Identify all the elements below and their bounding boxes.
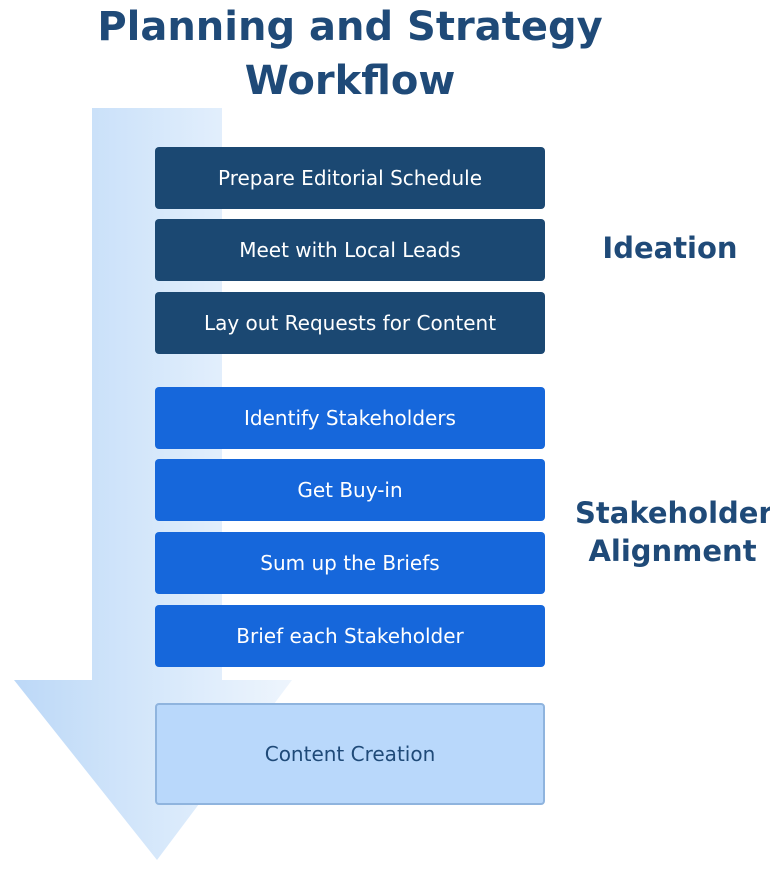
- step-label: Prepare Editorial Schedule: [217, 166, 482, 190]
- phase-label-stakeholder-alignment: Stakeholder Alignment: [575, 494, 770, 570]
- step-meet-with-local-leads: Meet with Local Leads: [155, 219, 545, 281]
- flow-arrow-shape: [14, 108, 292, 860]
- step-label: Get Buy-in: [297, 478, 403, 502]
- step-label: Content Creation: [264, 742, 436, 766]
- step-identify-stakeholders: Identify Stakeholders: [155, 387, 545, 449]
- step-prepare-editorial-schedule: Prepare Editorial Schedule: [155, 147, 545, 209]
- step-sum-up-briefs: Sum up the Briefs: [155, 532, 545, 594]
- phase-label-line2: Alignment: [588, 534, 757, 568]
- step-lay-out-requests: Lay out Requests for Content: [155, 292, 545, 354]
- step-label: Sum up the Briefs: [260, 551, 440, 575]
- step-label: Meet with Local Leads: [239, 238, 461, 262]
- phase-label-text: Ideation: [602, 231, 738, 265]
- step-label: Lay out Requests for Content: [203, 311, 497, 335]
- phase-label-line1: Stakeholder: [575, 496, 770, 530]
- step-get-buy-in: Get Buy-in: [155, 459, 545, 521]
- step-content-creation: Content Creation: [155, 703, 545, 805]
- step-brief-each-stakeholder: Brief each Stakeholder: [155, 605, 545, 667]
- step-label: Brief each Stakeholder: [236, 624, 464, 648]
- phase-label-ideation: Ideation: [590, 229, 750, 267]
- step-label: Identify Stakeholders: [244, 406, 456, 430]
